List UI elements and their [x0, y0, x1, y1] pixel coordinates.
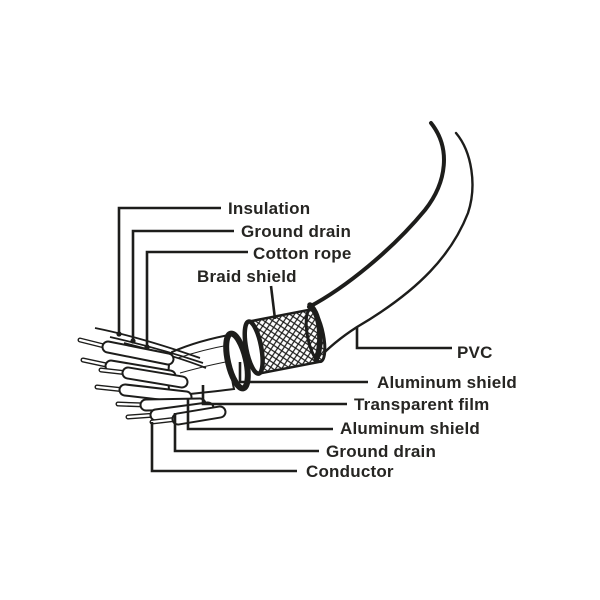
- leader-braid-shield: [269, 285, 277, 320]
- label-conductor: Conductor: [306, 462, 394, 481]
- label-transparent-film: Transparent film: [354, 395, 490, 414]
- label-ground-drain-bottom: Ground drain: [326, 442, 437, 461]
- braid-shield-section: [242, 308, 327, 376]
- pvc-cut-edge: [307, 302, 323, 363]
- leader-aluminum-shield-inner: [186, 398, 333, 431]
- leader-cotton-rope: [145, 250, 248, 346]
- pvc-jacket-curve: [307, 121, 474, 362]
- leader-insulation: [117, 206, 221, 334]
- leader-lines: [117, 206, 452, 473]
- label-braid-shield: Braid shield: [197, 267, 297, 286]
- leader-conductor: [150, 422, 297, 473]
- label-aluminum-shield-outer: Aluminum shield: [377, 373, 517, 392]
- leader-ground-drain-bottom: [173, 413, 319, 453]
- label-ground-drain-top: Ground drain: [241, 222, 352, 241]
- leader-transparent-film: [201, 385, 347, 406]
- label-pvc: PVC: [457, 343, 493, 362]
- leader-pvc: [355, 327, 452, 350]
- leader-aluminum-shield-outer: [238, 362, 368, 384]
- frayed-wires: [77, 337, 227, 426]
- film-cut-edge-ring: [223, 330, 251, 392]
- leader-ground-drain-top: [131, 229, 234, 341]
- label-aluminum-shield-inner: Aluminum shield: [340, 419, 480, 438]
- label-cotton-rope: Cotton rope: [253, 244, 352, 263]
- leader-anchor-dots: [116, 331, 150, 350]
- label-insulation: Insulation: [228, 199, 311, 218]
